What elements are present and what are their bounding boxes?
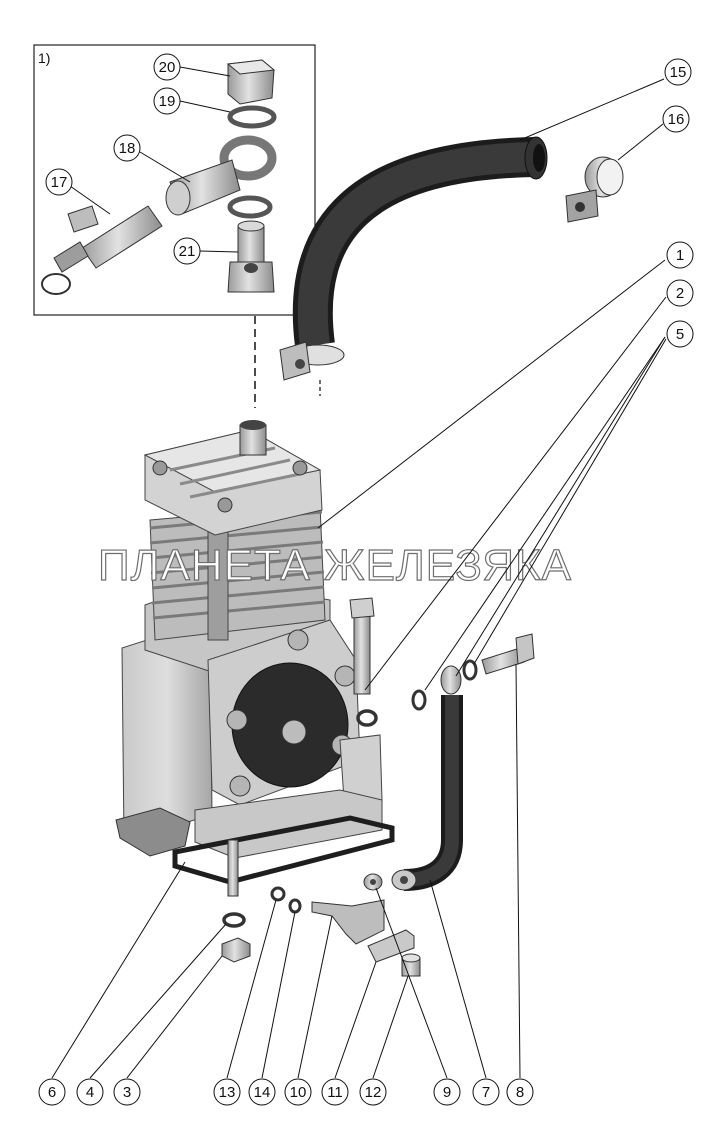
part-3-nut bbox=[221, 937, 251, 963]
part-4-spring-washer bbox=[222, 912, 246, 928]
svg-text:20: 20 bbox=[159, 59, 176, 76]
watermark: ПЛАНЕТА ЖЕЛЕЗЯКА bbox=[98, 541, 572, 590]
svg-text:10: 10 bbox=[290, 1084, 307, 1101]
callout-1: 1 bbox=[666, 241, 694, 269]
hose-clamp-lower bbox=[279, 341, 345, 381]
part-13-washer bbox=[270, 886, 286, 902]
part-15-hose bbox=[292, 136, 548, 348]
part-14-spring-washer bbox=[288, 898, 302, 914]
callout-15: 15 bbox=[664, 58, 692, 86]
callout-17: 17 bbox=[45, 168, 73, 196]
callout-16: 16 bbox=[662, 105, 690, 133]
cylinder-head bbox=[143, 420, 323, 536]
crankcase-front-cover bbox=[207, 619, 383, 816]
svg-text:9: 9 bbox=[443, 1084, 451, 1101]
part-1-bolt bbox=[349, 597, 375, 695]
mounting-gasket bbox=[172, 815, 395, 885]
callout-20: 20 bbox=[153, 53, 181, 81]
part-10-bracket bbox=[311, 899, 385, 945]
svg-text:12: 12 bbox=[365, 1084, 382, 1101]
part-11-bracket bbox=[367, 929, 415, 963]
callout-2: 2 bbox=[666, 279, 694, 307]
svg-text:19: 19 bbox=[159, 93, 176, 110]
callout-11: 11 bbox=[321, 1078, 349, 1106]
callout-12: 12 bbox=[359, 1078, 387, 1106]
callout-14: 14 bbox=[248, 1078, 276, 1106]
callout-4: 4 bbox=[76, 1078, 104, 1106]
callout-7: 7 bbox=[472, 1078, 500, 1106]
sealing-washer bbox=[227, 195, 273, 219]
part-18-banjo-fitting bbox=[165, 135, 277, 216]
part-7-hose-assembly bbox=[391, 665, 463, 891]
svg-text:11: 11 bbox=[327, 1084, 343, 1101]
part-16-hose-clamp bbox=[565, 156, 624, 223]
callout-3: 3 bbox=[113, 1078, 141, 1106]
callout-9: 9 bbox=[433, 1078, 461, 1106]
cylinder-fins bbox=[149, 504, 326, 641]
part-12-bolt bbox=[401, 953, 421, 977]
part-5-washer-a bbox=[411, 689, 427, 711]
drain-cock-handle bbox=[115, 807, 191, 857]
callout-10: 10 bbox=[284, 1078, 312, 1106]
svg-text:17: 17 bbox=[51, 174, 68, 191]
svg-text:2: 2 bbox=[676, 285, 684, 302]
svg-text:16: 16 bbox=[668, 111, 685, 128]
svg-text:6: 6 bbox=[48, 1084, 56, 1101]
part-5-washer-b bbox=[462, 659, 478, 681]
svg-text:5: 5 bbox=[676, 326, 684, 343]
part-21-banjo-bolt bbox=[227, 220, 275, 293]
part-9-fitting bbox=[363, 873, 383, 891]
svg-text:18: 18 bbox=[119, 140, 136, 157]
part-19-sealing-washer bbox=[227, 105, 277, 129]
svg-text:14: 14 bbox=[254, 1084, 271, 1101]
svg-text:7: 7 bbox=[482, 1084, 490, 1101]
part-17-valve bbox=[41, 205, 163, 295]
svg-text:3: 3 bbox=[123, 1084, 131, 1101]
mounting-stud bbox=[227, 839, 239, 897]
callout-6: 6 bbox=[38, 1078, 66, 1106]
callout-18: 18 bbox=[113, 134, 141, 162]
svg-text:13: 13 bbox=[219, 1084, 236, 1101]
part-8-banjo-bolt bbox=[481, 633, 535, 675]
inset-detail-box: 1) bbox=[33, 44, 316, 316]
callout-5: 5 bbox=[666, 320, 694, 348]
inset-label: 1) bbox=[38, 50, 50, 66]
callout-19: 19 bbox=[153, 87, 181, 115]
svg-text:4: 4 bbox=[86, 1084, 94, 1101]
callout-8: 8 bbox=[506, 1078, 534, 1106]
svg-text:8: 8 bbox=[516, 1084, 524, 1101]
svg-text:1: 1 bbox=[676, 247, 684, 264]
svg-text:21: 21 bbox=[179, 243, 196, 260]
inset-leader-lines bbox=[69, 66, 239, 253]
part-20-union-nut bbox=[226, 59, 276, 105]
svg-text:15: 15 bbox=[670, 64, 687, 81]
compressor-assembly bbox=[115, 420, 395, 897]
callout-13: 13 bbox=[213, 1078, 241, 1106]
part-2-washer bbox=[356, 709, 378, 727]
callout-21: 21 bbox=[173, 237, 201, 265]
leader-lines bbox=[51, 78, 667, 1079]
